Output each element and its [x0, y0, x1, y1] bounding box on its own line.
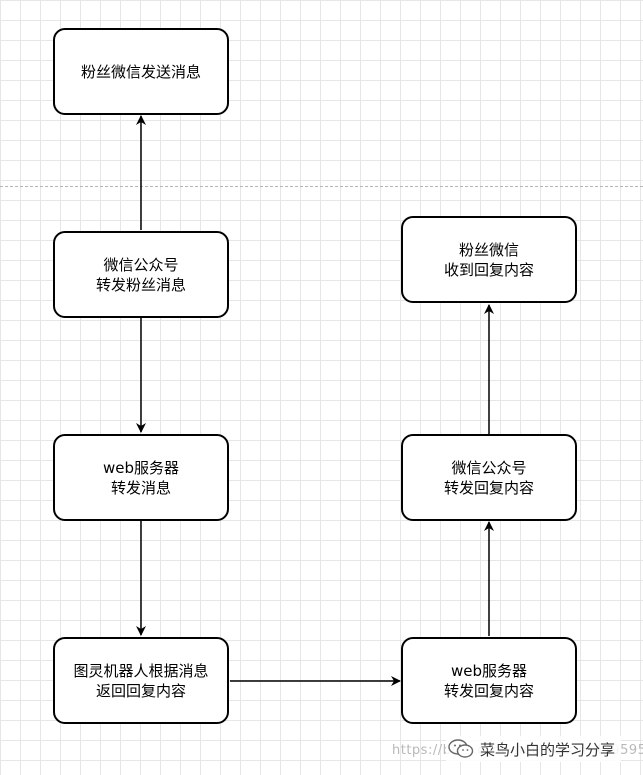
node-line: 收到回复内容 — [443, 260, 534, 279]
node-web-forward: web服务器 转发消息 — [53, 434, 229, 521]
node-line: 粉丝微信 — [458, 240, 519, 259]
node-line: 转发粉丝消息 — [95, 275, 186, 294]
node-fans-send: 粉丝微信发送消息 — [53, 28, 229, 115]
watermark-badge-text: 菜鸟小白的学习分享 — [480, 740, 616, 759]
node-line: web服务器 — [450, 661, 527, 680]
node-line: 返回回复内容 — [95, 681, 186, 700]
node-line: 转发消息 — [110, 478, 171, 497]
node-mp-forward: 微信公众号 转发粉丝消息 — [53, 231, 229, 318]
watermark-badge: 菜鸟小白的学习分享 — [446, 736, 622, 762]
node-fans-receive: 粉丝微信 收到回复内容 — [401, 216, 577, 303]
node-web-reply: web服务器 转发回复内容 — [401, 637, 577, 724]
node-line: 微信公众号 — [103, 255, 179, 274]
node-line: 微信公众号 — [451, 458, 527, 477]
node-line: 图灵机器人根据消息 — [73, 661, 209, 680]
node-line: 粉丝微信发送消息 — [80, 62, 201, 81]
node-line: 转发回复内容 — [443, 681, 534, 700]
node-turing: 图灵机器人根据消息 返回回复内容 — [53, 637, 229, 724]
wechat-icon — [448, 739, 474, 759]
page-break-line — [0, 186, 643, 187]
node-line: web服务器 — [102, 458, 180, 477]
node-mp-reply: 微信公众号 转发回复内容 — [401, 434, 577, 521]
node-line: 转发回复内容 — [443, 478, 534, 497]
